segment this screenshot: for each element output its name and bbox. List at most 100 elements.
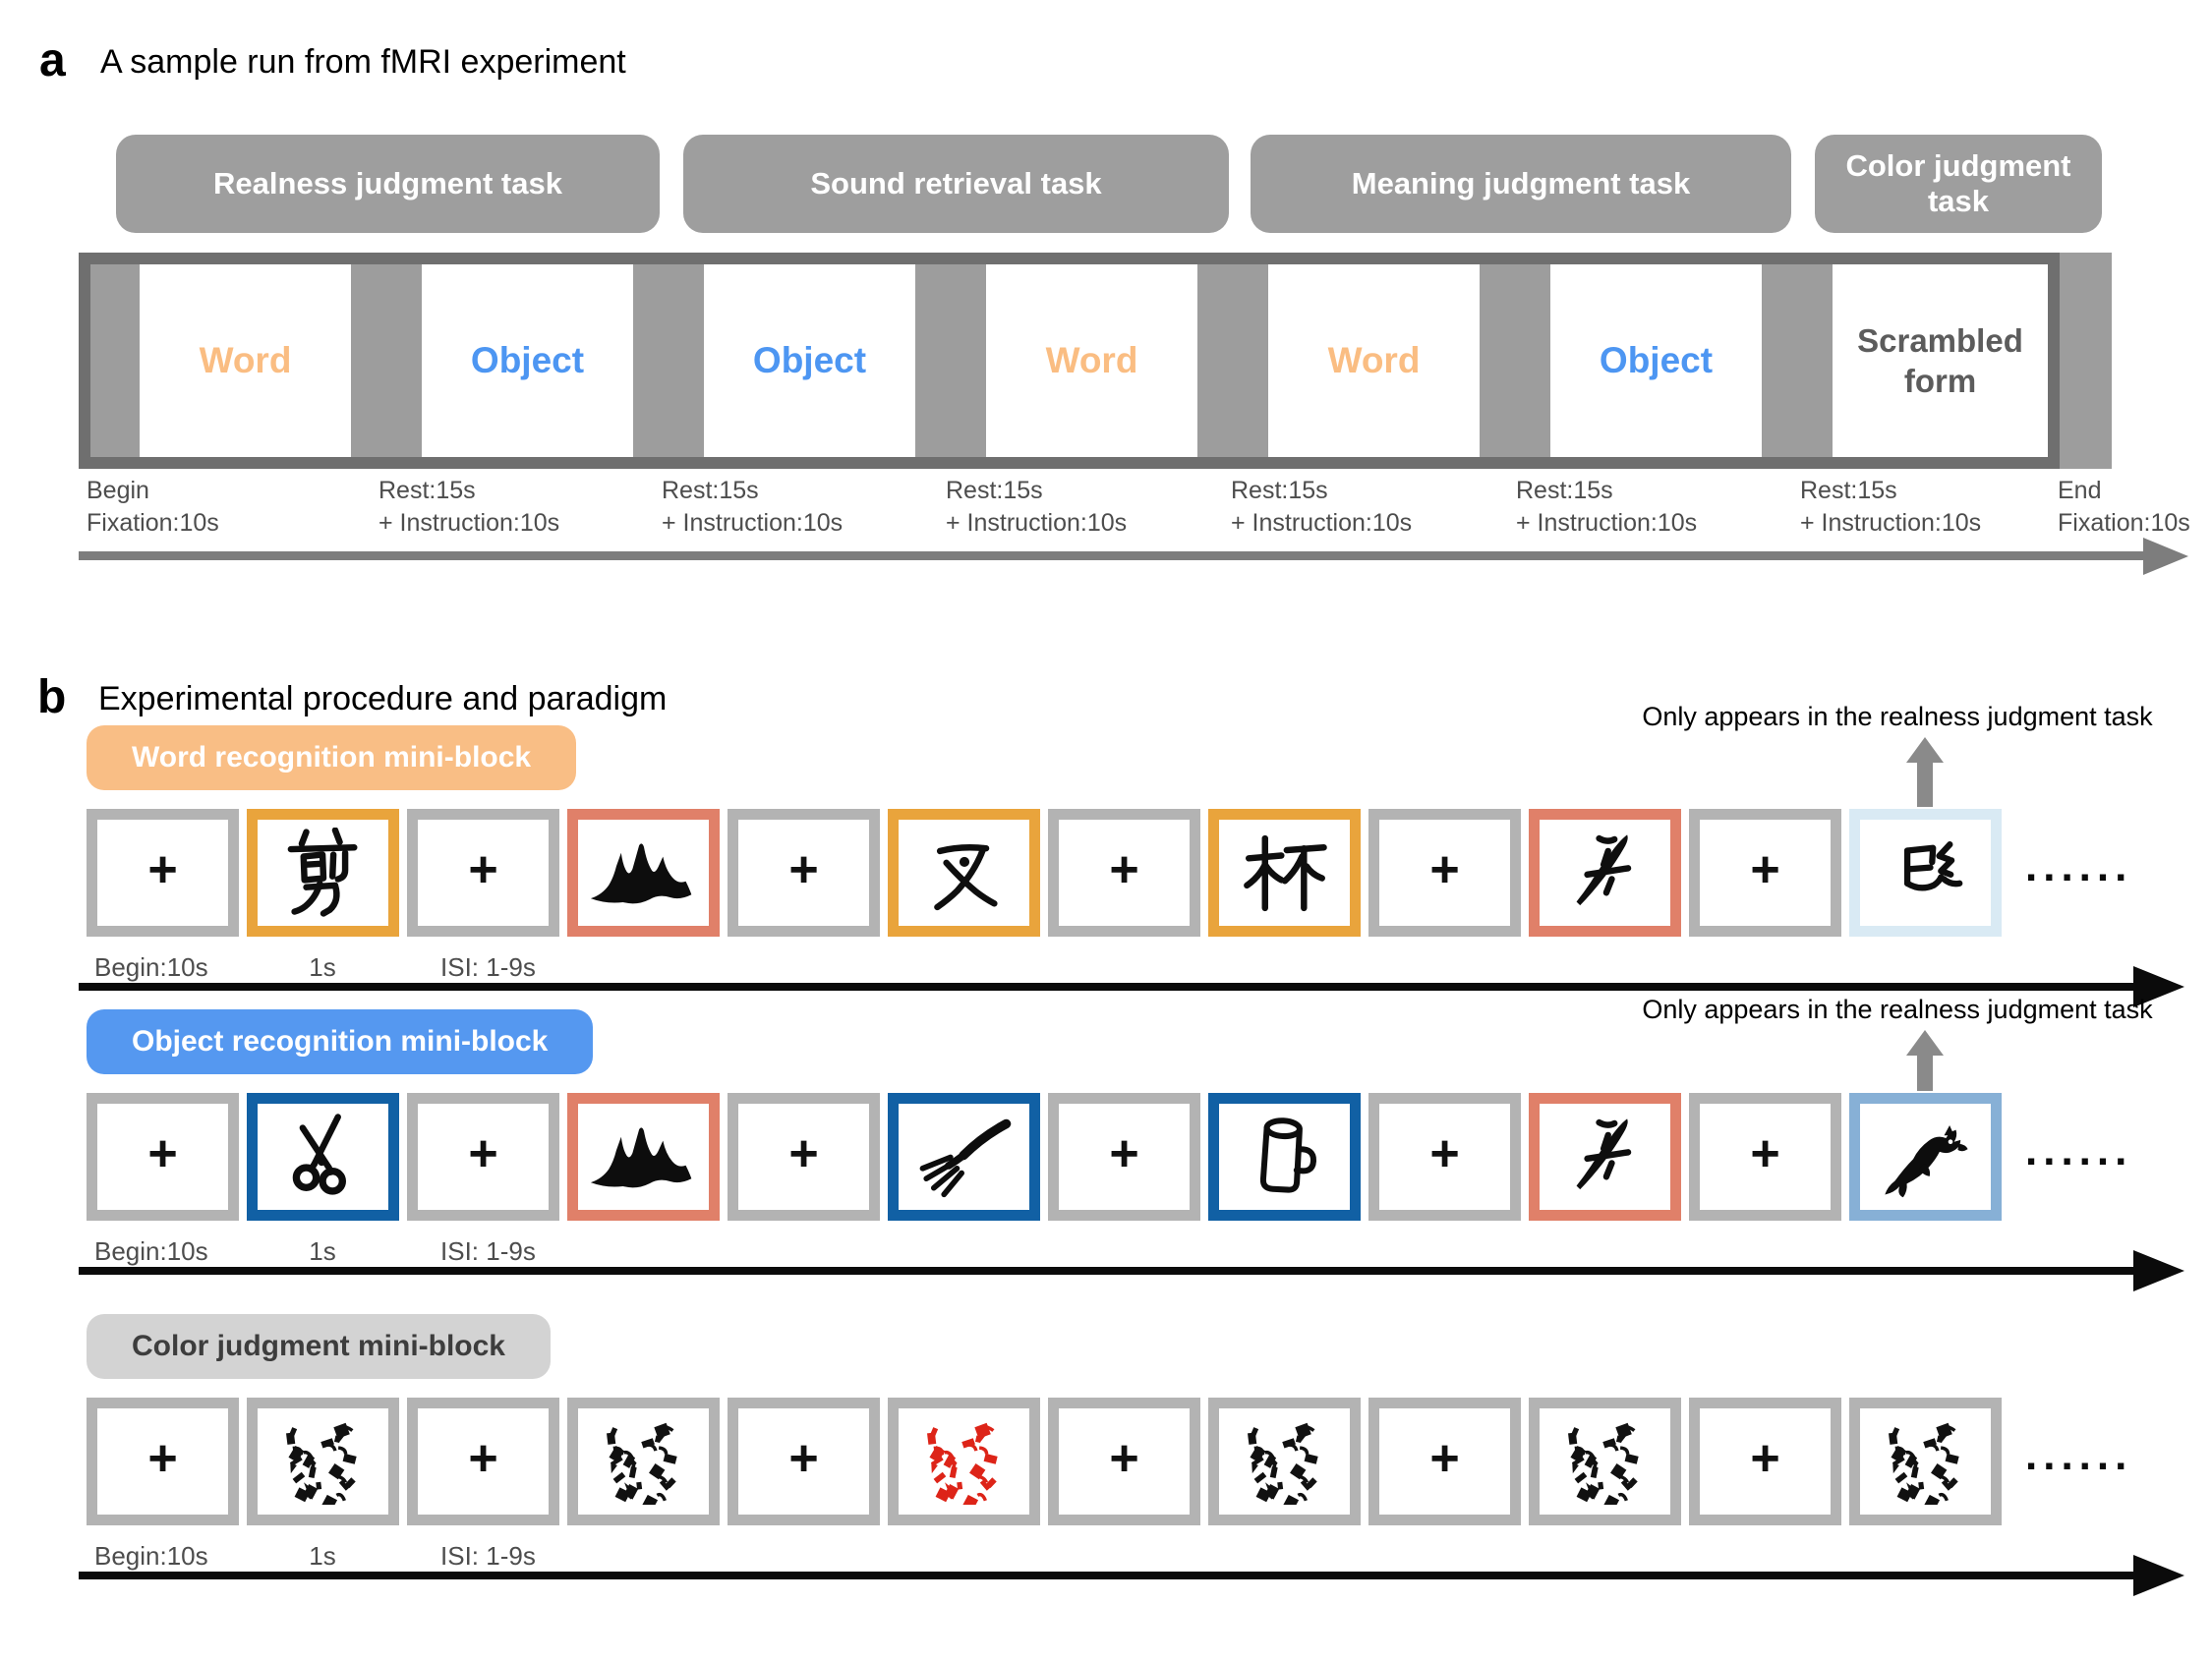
scrambled-pattern-black-icon bbox=[1567, 1422, 1639, 1505]
fixation-cross-symbol: + bbox=[1750, 1430, 1780, 1487]
run-block-word: Word bbox=[986, 264, 1197, 457]
stimulus-box-fixation-cross: + bbox=[1689, 809, 1841, 937]
fixation-cross-symbol: + bbox=[147, 1430, 178, 1487]
block-time-arrow-object-line bbox=[79, 1267, 2133, 1275]
task-pill-color-judgment-task: Color judgment task bbox=[1815, 135, 2102, 233]
block-time-arrow-word-line bbox=[79, 983, 2133, 991]
character-cha-fork-word-icon bbox=[933, 844, 998, 911]
stimulus-row-object: + + + + + + bbox=[87, 1093, 2002, 1221]
timing-label-stim-duration: 1s bbox=[309, 1541, 336, 1571]
chimera-animal-drawing-icon bbox=[1884, 1125, 1968, 1198]
run-block-scrambled: Scrambled form bbox=[1833, 264, 2048, 457]
annotation-up-arrow-shaft bbox=[1917, 763, 1933, 807]
timeline-label-line2: + Instruction:10s bbox=[1800, 509, 1982, 537]
timeline-label-line2: Fixation:10s bbox=[87, 509, 219, 537]
fixation-cross-symbol: + bbox=[468, 1430, 498, 1487]
character-bei-cup-word-icon bbox=[1243, 834, 1327, 912]
timing-label-isi: ISI: 1-9s bbox=[440, 952, 536, 982]
block-time-arrow-color-head bbox=[2133, 1555, 2184, 1596]
timeline-label: Rest:15s+ Instruction:10s bbox=[378, 475, 559, 540]
fixation-cross-symbol: + bbox=[147, 1125, 178, 1182]
rest-instruction-segment bbox=[1480, 264, 1550, 457]
task-pill-sound-retrieval-task: Sound retrieval task bbox=[683, 135, 1229, 233]
stimulus-box-scrambled-pattern-black bbox=[1529, 1398, 1681, 1525]
sequence-continues-ellipsis: ...... bbox=[2025, 1431, 2133, 1479]
task-pill-meaning-judgment-task: Meaning judgment task bbox=[1251, 135, 1791, 233]
stimulus-box-fixation-cross: + bbox=[1689, 1093, 1841, 1221]
timing-label-begin: Begin:10s bbox=[94, 1236, 208, 1266]
rest-instruction-segment bbox=[633, 264, 704, 457]
timing-label-isi: ISI: 1-9s bbox=[440, 1541, 536, 1571]
block-time-arrow-word-head bbox=[2133, 966, 2184, 1007]
annotation-up-arrow-head bbox=[1906, 1030, 1944, 1056]
timing-label-stim-duration: 1s bbox=[309, 952, 336, 982]
stimulus-box-fixation-cross: + bbox=[1048, 1398, 1200, 1525]
run-block-word: Word bbox=[1268, 264, 1480, 457]
stimulus-box-scrambled-pattern-black bbox=[1208, 1398, 1361, 1525]
mountain-drawing-icon bbox=[590, 843, 691, 904]
stimulus-box-fork-drawing bbox=[888, 1093, 1040, 1221]
rest-instruction-segment bbox=[351, 264, 422, 457]
run-block-object: Object bbox=[1550, 264, 1762, 457]
timeline-label: Rest:15s + Instruction:10s bbox=[1516, 475, 1697, 540]
mini-block-pill-word: Word recognition mini-block bbox=[87, 725, 577, 790]
timeline-label-line1: Rest:15s bbox=[1231, 477, 1328, 504]
annotation-up-arrow-head bbox=[1906, 737, 1944, 763]
timeline-label-line2: Fixation:10s bbox=[2058, 509, 2190, 537]
timeline-label: Rest:15s+ Instruction:10s bbox=[662, 475, 843, 540]
timing-label-isi: ISI: 1-9s bbox=[440, 1236, 536, 1266]
panel-a-title: A sample run from fMRI experiment bbox=[100, 43, 626, 81]
block-time-arrow-color-line bbox=[79, 1572, 2133, 1579]
sequence-continues-ellipsis: ...... bbox=[2025, 842, 2133, 890]
stimulus-box-fixation-cross: + bbox=[1368, 809, 1521, 937]
fixation-cross-symbol: + bbox=[1109, 1430, 1139, 1487]
stimulus-box-fixation-cross: + bbox=[728, 809, 880, 937]
stimulus-box-pseudo-character-boat bbox=[1529, 1093, 1681, 1221]
rest-instruction-segment bbox=[1197, 264, 1268, 457]
mini-block-pill-object: Object recognition mini-block bbox=[87, 1009, 594, 1074]
timeline-label-line1: Rest:15s bbox=[378, 477, 476, 504]
timeline-label-line1: Rest:15s bbox=[1516, 477, 1613, 504]
stimulus-box-fixation-cross: + bbox=[87, 1398, 239, 1525]
annotation-up-arrow-shaft bbox=[1917, 1056, 1933, 1091]
stimulus-box-scrambled-pattern-black bbox=[1849, 1398, 2002, 1525]
stimulus-box-fixation-cross: + bbox=[1368, 1093, 1521, 1221]
fixation-cross-symbol: + bbox=[1109, 1125, 1139, 1182]
timeline-label: Rest:15s+ Instruction:10s bbox=[1800, 475, 1981, 540]
stimulus-box-fixation-cross: + bbox=[728, 1093, 880, 1221]
stimulus-box-character-bei-cup-word bbox=[1208, 809, 1361, 937]
fork-drawing-icon bbox=[919, 1118, 1011, 1198]
stimulus-box-fixation-cross: + bbox=[728, 1398, 880, 1525]
pseudo-character-min-icon bbox=[1903, 841, 1962, 891]
fixation-cross-symbol: + bbox=[1429, 1430, 1460, 1487]
stimulus-box-mountain-drawing bbox=[567, 1093, 720, 1221]
stimulus-row-word: + + + + + + bbox=[87, 809, 2002, 937]
scrambled-pattern-black-icon bbox=[285, 1422, 357, 1505]
stimulus-box-chimera-animal-drawing bbox=[1849, 1093, 2002, 1221]
run-block-object: Object bbox=[704, 264, 915, 457]
pseudo-character-boat-icon bbox=[1576, 1118, 1631, 1190]
timeline-label-line2: + Instruction:10s bbox=[1516, 509, 1698, 537]
character-jian-scissors-word-icon bbox=[287, 828, 357, 917]
task-pill-realness-judgment-task: Realness judgment task bbox=[116, 135, 660, 233]
stimulus-box-fixation-cross: + bbox=[407, 1093, 559, 1221]
stimulus-box-scrambled-pattern-red bbox=[888, 1398, 1040, 1525]
block-time-arrow-object-head bbox=[2133, 1250, 2184, 1291]
stimulus-box-fixation-cross: + bbox=[1368, 1398, 1521, 1525]
end-fixation-segment bbox=[2060, 253, 2112, 469]
mini-block-pill-color: Color judgment mini-block bbox=[87, 1314, 551, 1379]
run-time-arrow-head bbox=[2143, 537, 2188, 575]
timeline-label-line1: End bbox=[2058, 477, 2102, 504]
rest-instruction-segment bbox=[915, 264, 986, 457]
pseudo-character-boat-icon bbox=[1576, 834, 1631, 906]
timing-label-begin: Begin:10s bbox=[94, 1541, 208, 1571]
stimulus-box-scrambled-pattern-black bbox=[247, 1398, 399, 1525]
fixation-cross-symbol: + bbox=[468, 841, 498, 898]
stimulus-row-color: + + + + + + bbox=[87, 1398, 2002, 1525]
timeline-label-line2: + Instruction:10s bbox=[1231, 509, 1413, 537]
run-block-word: Word bbox=[140, 264, 351, 457]
